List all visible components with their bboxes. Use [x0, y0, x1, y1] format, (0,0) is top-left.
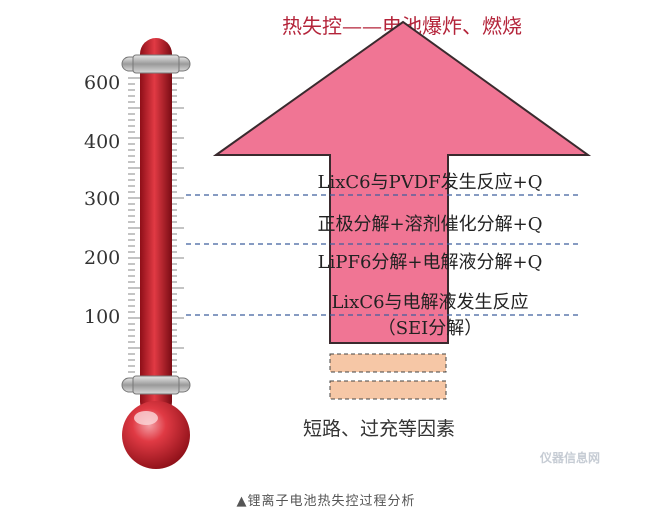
- cause-boxes: [329, 353, 447, 400]
- cause-box-1: [329, 353, 447, 373]
- thermal-runaway-arrow: [212, 20, 592, 344]
- stage-label-lipf6-decomposition: LiPF6分解+电解液分解+Q: [317, 252, 543, 273]
- scale-label-200: 200: [84, 247, 121, 269]
- thermometer: [121, 38, 191, 469]
- thermometer-bulb: [122, 401, 190, 469]
- thermometer-bottom-clamp: [121, 375, 191, 395]
- scale-label-300: 300: [84, 188, 121, 210]
- causes-label: 短路、过充等因素: [303, 418, 456, 440]
- cause-box-2: [329, 380, 447, 400]
- scale-label-100: 100: [84, 306, 121, 328]
- thermometer-tube: [140, 38, 172, 418]
- scale-label-400: 400: [84, 131, 121, 153]
- stage-label-cathode-decomposition: 正极分解+溶剂催化分解+Q: [317, 214, 543, 235]
- thermometer-ticks: [128, 77, 184, 373]
- stage-label-sei-decomposition: （SEI分解）: [377, 318, 483, 339]
- thermometer-top-clamp: [121, 54, 191, 74]
- bulb-highlight: [134, 411, 158, 425]
- figure-caption: ▲锂离子电池热失控过程分析: [236, 494, 416, 509]
- scale-label-600: 600: [84, 72, 121, 94]
- temperature-guide-lines: [186, 194, 582, 316]
- stage-label-pvdf-reaction: LixC6与PVDF发生反应+Q: [317, 172, 543, 193]
- watermark: 仪器信息网: [540, 451, 601, 465]
- stage-label-electrolyte-reaction: LixC6与电解液发生反应: [331, 292, 529, 313]
